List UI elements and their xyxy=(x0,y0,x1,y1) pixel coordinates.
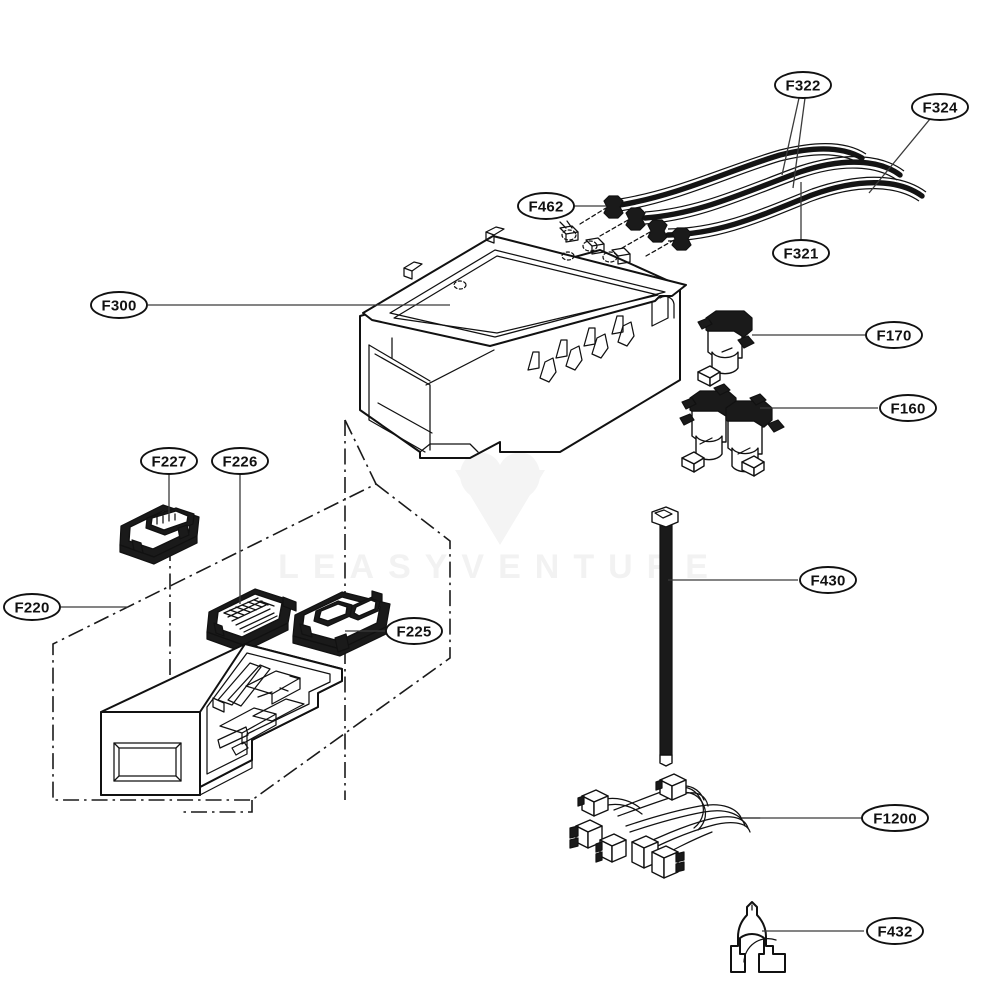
callout-label: F321 xyxy=(784,246,819,263)
leader-F322-b xyxy=(792,97,806,189)
callout-label: F462 xyxy=(529,199,564,216)
detergent-drawer-assembly xyxy=(100,643,343,796)
callout-balloon[interactable] xyxy=(140,447,198,475)
connector-left-upper xyxy=(577,789,609,817)
watermark-logo-icon xyxy=(455,452,545,545)
callout-label: F300 xyxy=(102,298,137,315)
callout-F225[interactable]: F225 xyxy=(385,617,443,645)
callout-label: F170 xyxy=(877,328,912,345)
callout-balloon[interactable] xyxy=(211,447,269,475)
callout-balloon[interactable] xyxy=(866,917,924,945)
callout-balloon[interactable] xyxy=(517,192,575,220)
callout-label: F324 xyxy=(923,100,958,117)
callout-balloon[interactable] xyxy=(865,321,923,349)
callout-label: F322 xyxy=(786,78,821,95)
hose-clip-bracket xyxy=(730,901,786,973)
callout-label: F430 xyxy=(811,573,846,590)
callout-balloon[interactable] xyxy=(911,93,969,121)
callout-F322[interactable]: F322 xyxy=(774,71,832,99)
callout-F432[interactable]: F432 xyxy=(866,917,924,945)
inlet-hose-middle xyxy=(642,156,905,225)
connector-mid-lower xyxy=(595,833,627,863)
double-water-valve xyxy=(679,383,785,477)
callout-balloon[interactable] xyxy=(90,291,148,319)
callout-label: F160 xyxy=(891,401,926,418)
leader-F324 xyxy=(868,118,931,194)
callout-F300[interactable]: F300 xyxy=(90,291,148,319)
callout-F462[interactable]: F462 xyxy=(517,192,575,220)
callout-balloon[interactable] xyxy=(772,239,830,267)
hose-clamp-3 xyxy=(647,219,668,243)
assembly-link-housing xyxy=(344,419,377,485)
housing-latches xyxy=(527,315,635,383)
housing-nozzles xyxy=(453,225,631,290)
single-water-valve xyxy=(697,310,755,387)
callout-balloon[interactable] xyxy=(385,617,443,645)
callout-label: F1200 xyxy=(873,811,917,828)
callout-F170[interactable]: F170 xyxy=(865,321,923,349)
callout-F430[interactable]: F430 xyxy=(799,566,857,594)
siphon-cap xyxy=(119,504,200,565)
callout-F1200[interactable]: F1200 xyxy=(861,804,929,832)
callout-F160[interactable]: F160 xyxy=(879,394,937,422)
hose-clamp-1 xyxy=(603,195,624,219)
callout-F324[interactable]: F324 xyxy=(911,93,969,121)
connector-left-lower xyxy=(569,819,603,849)
callout-F321[interactable]: F321 xyxy=(772,239,830,267)
watermark-label: LEASYVENTURE xyxy=(278,548,722,586)
inlet-hose-lower xyxy=(665,176,927,242)
callout-F220[interactable]: F220 xyxy=(3,593,61,621)
callout-F227[interactable]: F227 xyxy=(140,447,198,475)
assembly-boundary-tail xyxy=(182,800,253,813)
connector-top xyxy=(655,773,687,801)
callout-F226[interactable]: F226 xyxy=(211,447,269,475)
wire-harness xyxy=(569,773,761,879)
leader-F322-a xyxy=(781,97,800,176)
callout-balloon[interactable] xyxy=(3,593,61,621)
connector-right-lower xyxy=(651,845,685,879)
mesh-filter-insert xyxy=(206,588,297,653)
support-rod xyxy=(651,506,679,767)
callout-balloon[interactable] xyxy=(861,804,929,832)
mesh-grid xyxy=(223,597,278,633)
harness-connectors xyxy=(569,773,687,879)
dispenser-tray-insert xyxy=(292,590,391,657)
hose-clamp-2 xyxy=(625,207,646,231)
callout-balloon[interactable] xyxy=(879,394,937,422)
callout-balloon[interactable] xyxy=(774,71,832,99)
clamp-guide-lines xyxy=(579,207,675,257)
callout-label: F432 xyxy=(878,924,913,941)
assembly-boundary-outline xyxy=(52,483,451,801)
hose-clamp-4 xyxy=(671,227,692,251)
callout-balloon[interactable] xyxy=(799,566,857,594)
callout-label: F225 xyxy=(397,624,432,641)
callout-label: F227 xyxy=(152,454,187,471)
callout-label: F220 xyxy=(15,600,50,617)
inlet-hose-top xyxy=(617,143,867,212)
callout-label: F226 xyxy=(223,454,258,471)
dispenser-housing xyxy=(359,220,687,459)
